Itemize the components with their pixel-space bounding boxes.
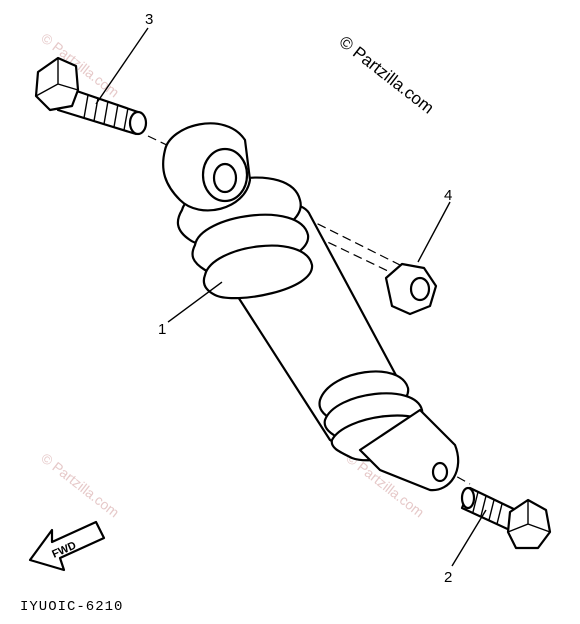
callout-2: 2 (444, 569, 452, 586)
bolt-top (34, 56, 148, 136)
bolt-bottom (460, 486, 552, 550)
watermark-main: © Partzilla.com (336, 32, 438, 118)
shock-absorber (162, 122, 460, 492)
fwd-arrow-icon: FWD (28, 520, 106, 572)
diagram-code: IYUOIC-6210 (20, 599, 123, 615)
leader-lines (95, 27, 487, 567)
callout-1: 1 (158, 321, 166, 338)
callout-3: 3 (145, 11, 153, 28)
nut (384, 262, 438, 316)
callout-4: 4 (444, 187, 452, 204)
watermark-faint-2: © Partzilla.com (38, 450, 122, 521)
